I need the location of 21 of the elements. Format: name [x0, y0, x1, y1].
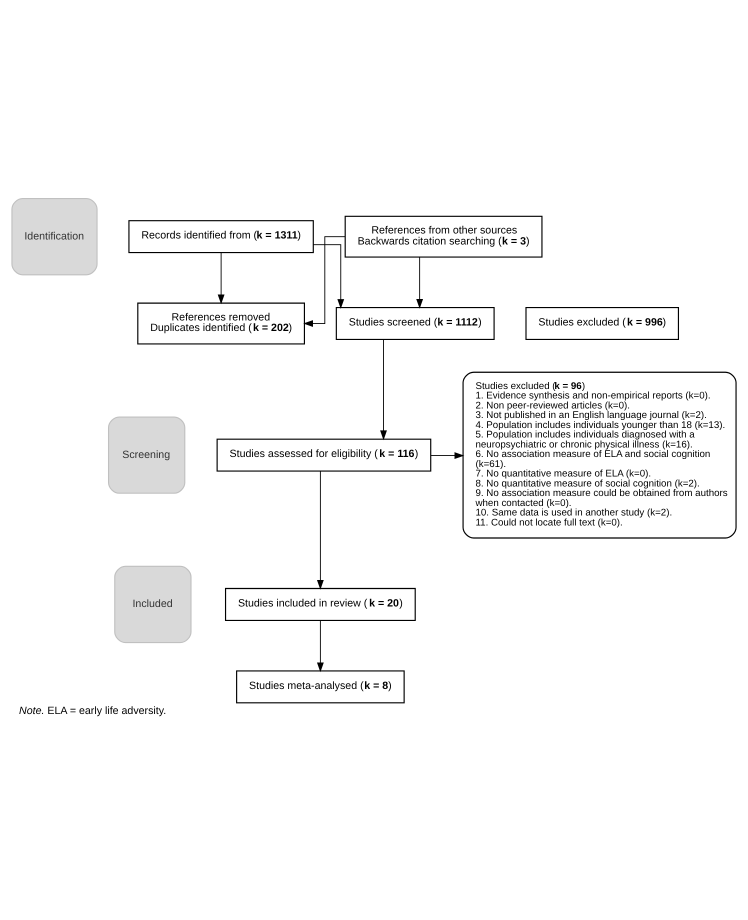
node-box: Studies assessed for eligibility (k = 116)	[216, 438, 432, 472]
arrow	[312, 244, 344, 309]
node-box: Screening	[108, 416, 186, 494]
node-box: Studies meta-analysed (k = 8)	[236, 670, 405, 704]
arrow	[316, 620, 324, 672]
node-box: Studies screened (k = 1112)	[336, 306, 495, 340]
node-box: References removed Duplicates identified (k = 202)	[137, 302, 305, 344]
arrow	[380, 339, 387, 440]
node-box: References from other sources Backwards citation searching (k = 3)	[344, 216, 543, 258]
node-box: Studies excluded (k = 996)	[525, 306, 680, 340]
node-box: Studies included in review (k = 20)	[224, 588, 416, 621]
arrow	[416, 256, 424, 309]
arrow	[316, 470, 324, 590]
arrow	[303, 236, 346, 327]
node-box: Records identified from (k = 1311)	[128, 220, 314, 254]
arrow	[218, 252, 225, 304]
caption: Note. ELA = early life adversity.	[19, 705, 166, 718]
arrow	[430, 452, 464, 459]
node-box: Identification	[11, 198, 98, 276]
node-box: Included	[114, 566, 192, 644]
node-box: Studies excluded (k = 96) 1. Evidence synthesis and non-empirical reports (k=0). 2. Non peer-reviewed articles (k=0). 3. Not published in an English language journal (k=2). 4. Population includes individuals younger than 18 (k=13). 5. Population includes individuals diagnosed with a neuropsychiatric or chronic physical illness (k=16). 6. No association measure of ELA and social cognition (k=61). 7. No quantitative measure of ELA (k=0). 8. No quantitative measure of social cognition (k=2). 9. No association measure could be obtained from authors when contacted (k=0). 10. Same data is used in another study (k=2). 11. Could not locate full text (k=0).	[462, 372, 737, 539]
